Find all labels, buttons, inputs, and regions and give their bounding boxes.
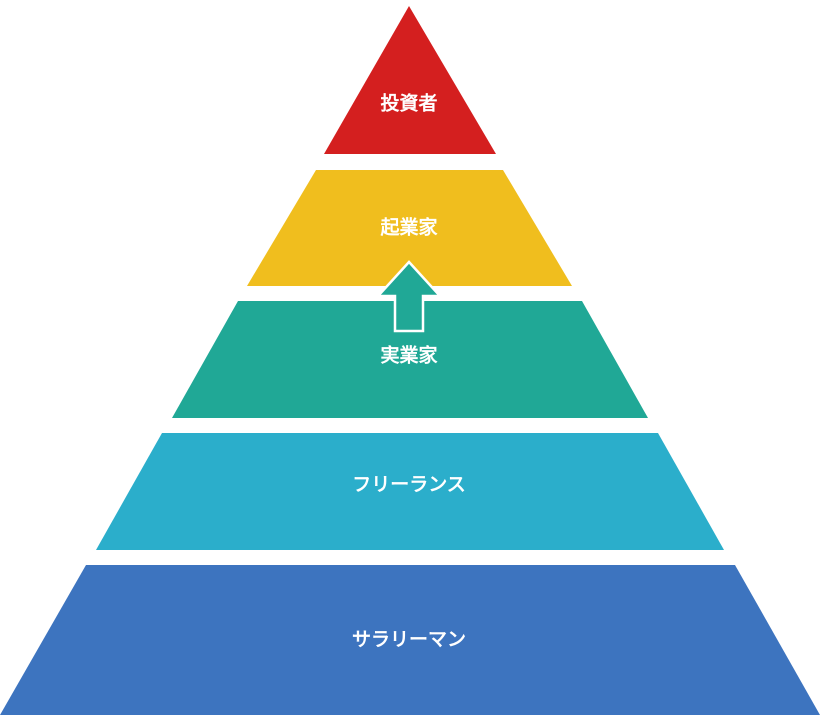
tier-employee-label: サラリーマン	[352, 629, 466, 651]
tier-investor-shape	[324, 6, 496, 154]
tier-freelance-label: フリーランス	[352, 474, 466, 496]
up-arrow-icon	[375, 260, 443, 333]
tier-investor-label: 投資者	[380, 92, 437, 115]
tier-freelance-shape	[96, 433, 724, 550]
tier-entrepreneur-shape	[247, 170, 572, 286]
tier-business-owner-shape	[172, 301, 648, 418]
tier-employee-shape	[0, 565, 820, 715]
tier-entrepreneur-label: 起業家	[379, 216, 438, 239]
tier-business-owner-label: 実業家	[380, 344, 438, 367]
